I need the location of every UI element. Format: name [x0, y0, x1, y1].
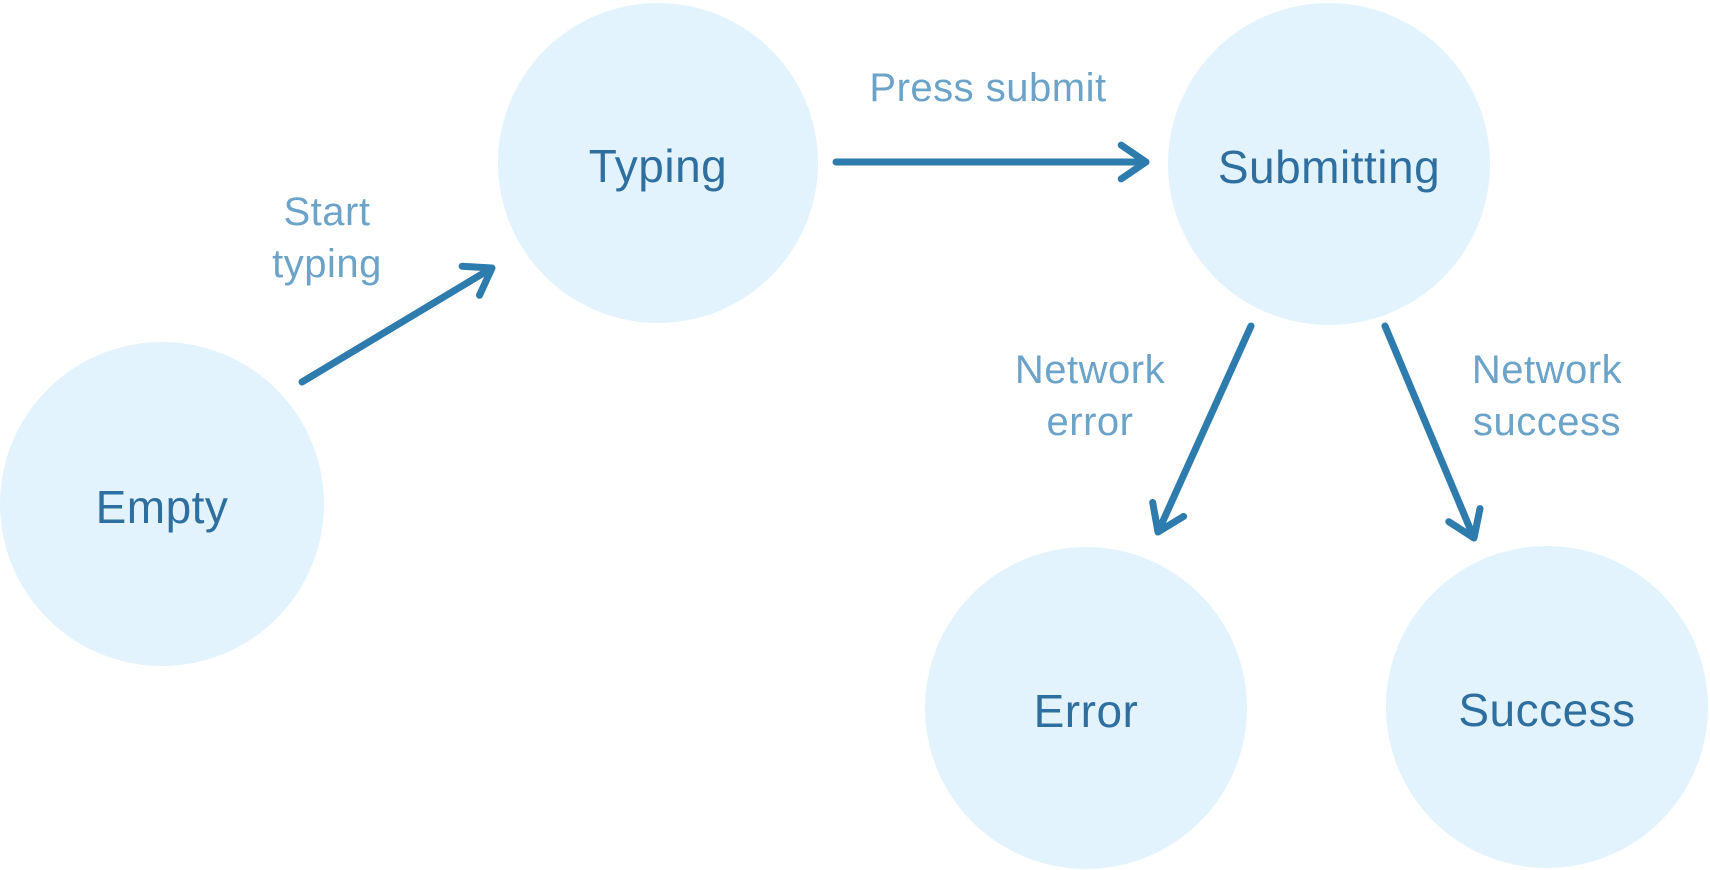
- transition-arrow-press-submit: [832, 141, 1150, 183]
- state-label-success: Success: [1458, 684, 1636, 736]
- transition-arrow-network-error: [1149, 322, 1255, 536]
- state-node-submitting: Submitting: [1168, 3, 1490, 325]
- transition-label-start-typing: Start typing: [272, 190, 382, 286]
- transition-arrow-start-typing: [298, 262, 496, 386]
- transition-arrow-network-success: [1381, 322, 1484, 542]
- state-node-empty: Empty: [0, 342, 324, 666]
- state-label-submitting: Submitting: [1217, 141, 1441, 193]
- transition-label-network-error: Network error: [1014, 348, 1166, 444]
- state-node-success: Success: [1386, 546, 1708, 868]
- state-label-empty: Empty: [95, 481, 229, 533]
- transition-label-press-submit: Press submit: [869, 66, 1107, 110]
- state-node-error: Error: [925, 547, 1247, 869]
- state-node-typing: Typing: [498, 3, 818, 323]
- state-label-error: Error: [1033, 685, 1139, 737]
- transition-label-network-success: Network success: [1471, 348, 1623, 444]
- state-label-typing: Typing: [588, 140, 728, 192]
